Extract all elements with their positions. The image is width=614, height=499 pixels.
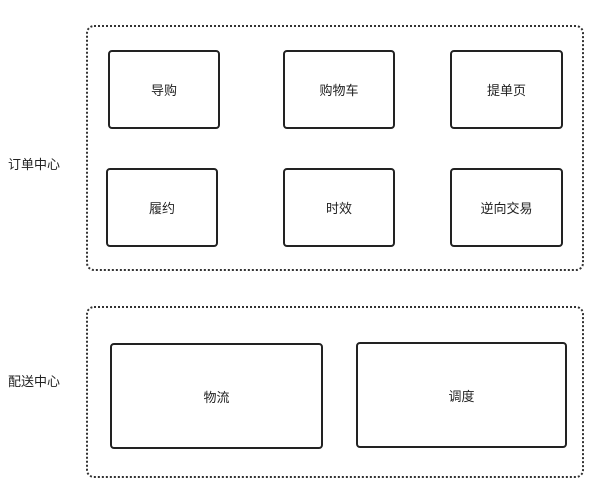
group-label-order-center: 订单中心 <box>8 158 61 173</box>
group-frame-order-center <box>86 25 584 271</box>
group-frame-delivery-center <box>86 306 584 478</box>
node-shopping-cart: 购物车 <box>283 50 395 129</box>
group-label-delivery-center: 配送中心 <box>8 375 61 390</box>
node-timeliness: 时效 <box>283 168 395 247</box>
node-fulfillment: 履约 <box>106 168 218 247</box>
node-order-submit-page: 提单页 <box>450 50 563 129</box>
node-reverse-transaction: 逆向交易 <box>450 168 563 247</box>
node-guide-shopping: 导购 <box>108 50 220 129</box>
node-dispatch: 调度 <box>356 342 567 448</box>
node-logistics: 物流 <box>110 343 323 449</box>
